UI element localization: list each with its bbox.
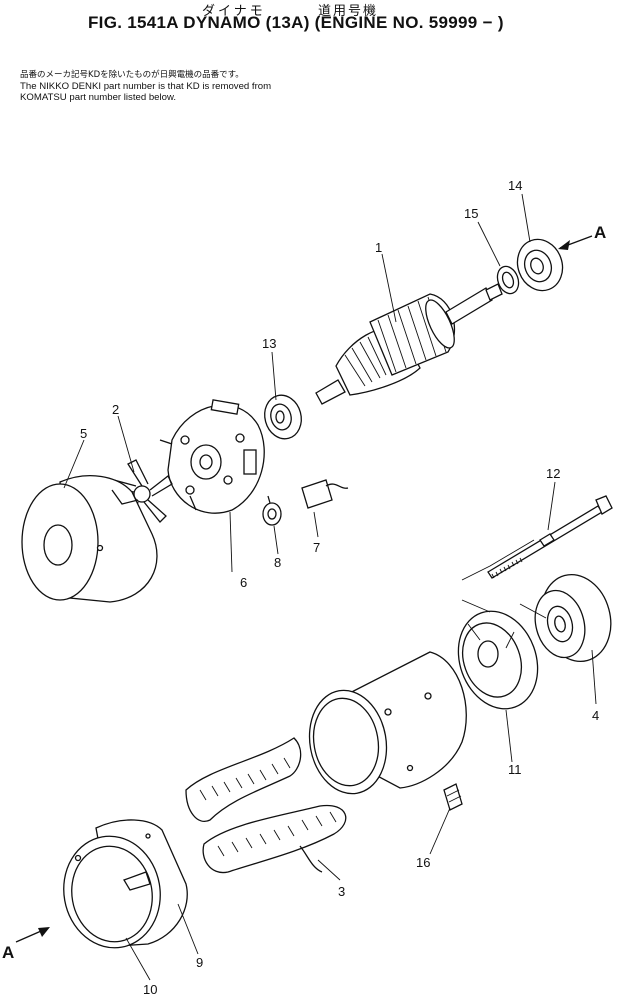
callout-5: 5 [80,426,87,441]
yoke-housing [308,651,467,795]
cover-band-part-9 [63,819,188,949]
pulley-part [534,573,612,663]
callout-3: 3 [338,884,345,899]
note-japanese: 品番のメーカ記号KDを除いたものが日興電機の品番です。 [20,70,244,80]
callout-4: 4 [592,708,599,723]
callout-2: 2 [112,402,119,417]
note-english-line1: The NIKKO DENKI part number is that KD i… [20,81,272,92]
callout-15: 15 [464,206,478,221]
spring-part-8 [262,495,282,526]
bearing-part-13 [264,394,302,440]
callout-14: 14 [508,178,522,193]
callout-10: 10 [143,982,157,994]
callout-13: 13 [262,336,276,351]
field-coil-part [185,737,347,874]
view-mark-top: A [594,223,606,242]
alignment-lines [461,539,547,619]
front-cover-part [21,475,158,603]
view-arrow-top [558,235,593,250]
callout-1: 1 [375,240,382,255]
header-kanji: 道用号機 [318,4,379,19]
figure-title: FIG. 1541A DYNAMO (13A) (ENGINE NO. 5999… [88,13,504,32]
note-english-line2: KOMATSU part number listed below. [20,92,177,103]
leader-lines [63,193,597,981]
header-kana: ダイナモ [202,4,266,19]
rear-bracket-part [457,610,539,710]
through-bolt-part [487,495,613,579]
callout-11: 11 [508,762,522,777]
bearing-part-14 [516,238,564,292]
washer-part-15 [496,265,520,295]
callout-7: 7 [313,540,320,555]
callout-9: 9 [196,955,203,970]
callout-16: 16 [416,855,430,870]
view-mark-bottom: A [2,943,14,962]
callout-8: 8 [274,555,281,570]
view-arrow-bottom [15,927,50,943]
rectifier-plate-part [159,399,265,514]
callout-labels: 1 2 3 4 5 6 7 8 9 10 11 12 13 14 15 16 [80,178,599,994]
callout-12: 12 [546,466,560,481]
screw-part [443,783,463,811]
brush-part-7 [301,479,349,509]
callout-6: 6 [240,575,247,590]
armature-part [315,283,503,405]
